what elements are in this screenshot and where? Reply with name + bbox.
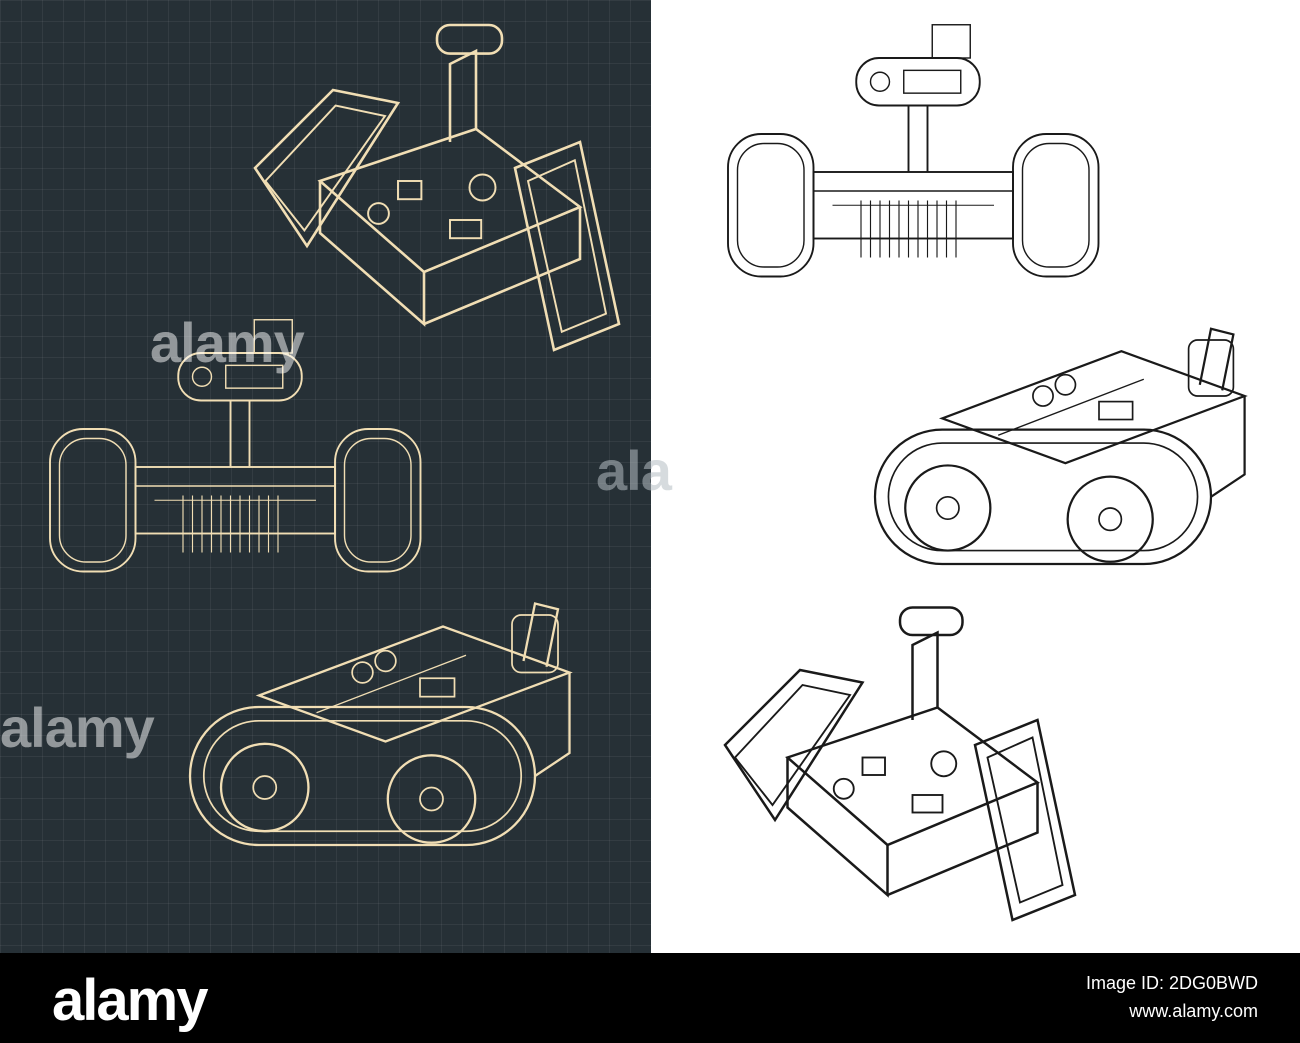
- blueprint-panel: [0, 0, 651, 953]
- sketch-robot-side: [873, 327, 1246, 566]
- sketch-robot-front: [727, 23, 1100, 278]
- blueprint-robot-top: [253, 23, 621, 352]
- image-meta: Image ID: 2DG0BWD www.alamy.com: [1086, 969, 1258, 1025]
- alamy-logo: alamy: [52, 968, 208, 1033]
- site-link[interactable]: www.alamy.com: [1129, 1001, 1258, 1021]
- sketch-robot-top: [723, 606, 1077, 922]
- watermark: alamy: [150, 311, 305, 374]
- watermark: alamy: [0, 696, 155, 759]
- footer-bar: alamy Image ID: 2DG0BWD www.alamy.com: [0, 953, 1300, 1043]
- watermark: ala: [596, 439, 672, 502]
- blueprint-robot-side: [188, 602, 571, 847]
- image-id: Image ID: 2DG0BWD: [1085, 973, 1258, 993]
